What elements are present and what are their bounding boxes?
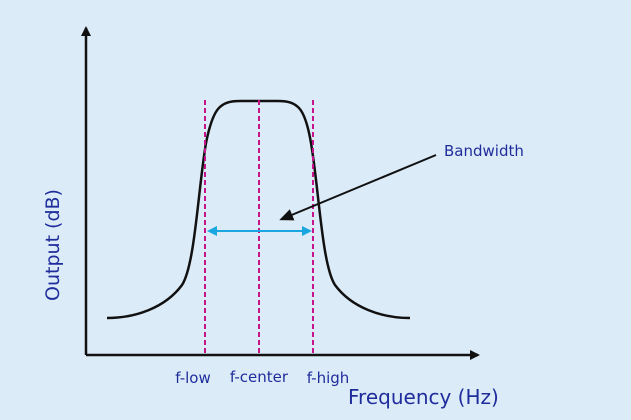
y-axis-label: Output (dB) bbox=[42, 189, 64, 301]
f-high-label: f-high bbox=[307, 369, 350, 387]
annotation-pointer-arrow bbox=[279, 154, 437, 221]
annotation-label: Bandwidth bbox=[444, 142, 524, 160]
x-axis-label: Frequency (Hz) bbox=[348, 385, 499, 409]
f-low-label: f-low bbox=[175, 369, 211, 387]
f-center-label: f-center bbox=[230, 368, 289, 386]
